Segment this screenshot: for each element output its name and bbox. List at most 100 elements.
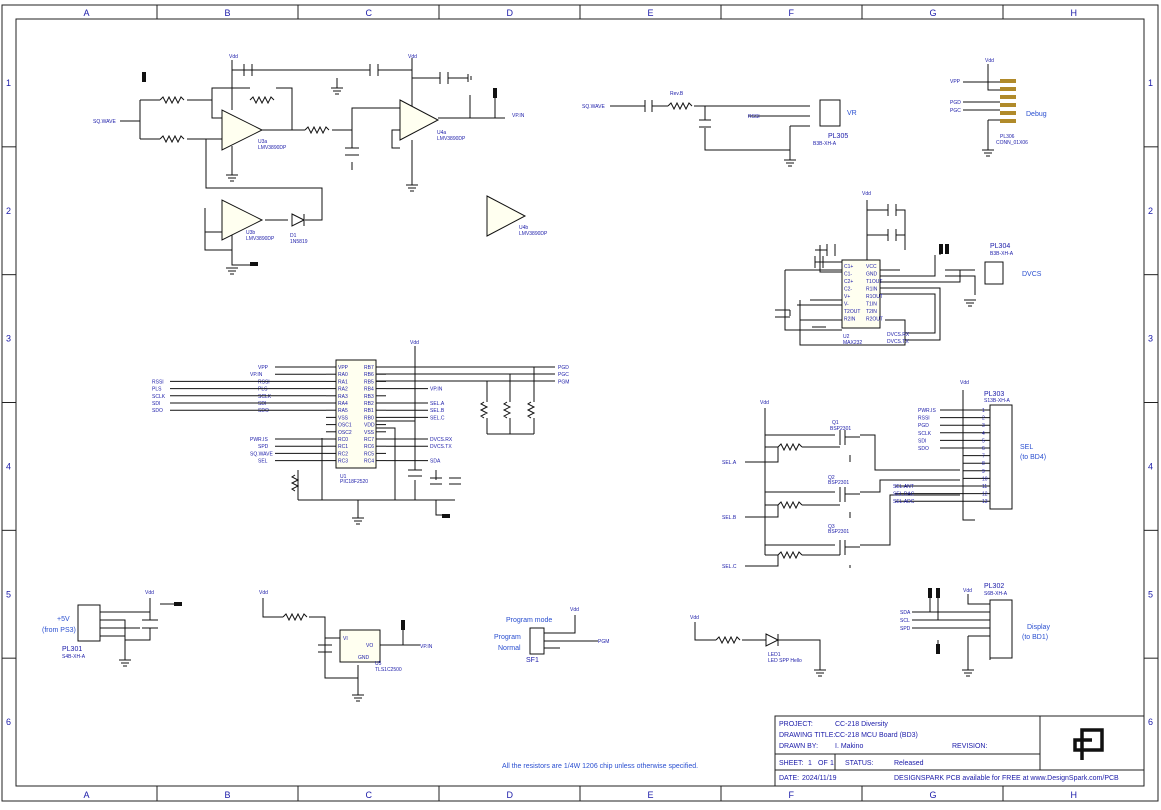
resistor-r16 bbox=[715, 635, 741, 645]
max-left-pin: C1+ bbox=[844, 264, 853, 270]
pl306-part: CONN_01X06 bbox=[996, 140, 1028, 146]
grid-row-label: 3 bbox=[6, 334, 11, 344]
grid-row-label: 2 bbox=[1148, 206, 1153, 216]
reg-vdd: Vdd bbox=[259, 590, 268, 596]
q1-part: BSP2301 bbox=[830, 426, 851, 432]
sw-ref: SF1 bbox=[526, 657, 539, 664]
tb-drawn: I. Makino bbox=[835, 743, 864, 750]
pl303-net: RSSI bbox=[918, 416, 930, 422]
u3a-ref: U3a bbox=[258, 139, 267, 145]
mcu-left-net: SDI bbox=[258, 401, 266, 407]
resistor-r15 bbox=[282, 612, 308, 622]
grid-col-label: G bbox=[930, 790, 937, 800]
mcu-left-pin: RC2 bbox=[338, 451, 348, 457]
mosfets bbox=[839, 430, 860, 555]
q2-ref: Q2 bbox=[828, 475, 835, 481]
max-right-pin: T2IN bbox=[866, 309, 877, 315]
opamp-u4a bbox=[399, 99, 440, 141]
max-left-pin: C2- bbox=[844, 287, 852, 293]
pl303-net: SDI bbox=[918, 438, 926, 444]
pl302-part: S6B-XH-A bbox=[984, 591, 1008, 597]
pl303-vdd: Vdd bbox=[960, 380, 969, 386]
testpoint-tp bbox=[174, 602, 182, 606]
mcu-left-pin: RA3 bbox=[338, 394, 348, 400]
ic-pic18f2520 bbox=[335, 359, 377, 469]
mcu-right-net: PGC bbox=[558, 372, 569, 378]
resistor-r12 bbox=[304, 125, 330, 135]
pl301-ref: PL301 bbox=[62, 646, 82, 653]
pl303-net: SCLK bbox=[918, 431, 932, 437]
testpoint-tp bbox=[442, 514, 450, 518]
ground-symbol bbox=[119, 659, 131, 667]
tb-date: 2024/11/19 bbox=[802, 775, 837, 782]
pl303-pins: 1PWR.IS2RSSI3PGD4SCLK5SDI6SDO7891011SEL.… bbox=[893, 408, 990, 505]
grid-row-label: 6 bbox=[1148, 717, 1153, 727]
mcu-right-net: VP.IN bbox=[430, 387, 443, 393]
mcu-left-pin: RC0 bbox=[338, 437, 348, 443]
ground-symbol bbox=[784, 159, 796, 167]
display-section: Vdd SDA SCL SPD PL302 S6B-XH-A Display (… bbox=[900, 583, 1050, 677]
max-left-pin: V- bbox=[844, 302, 849, 308]
mcu-bus-net: SCLK bbox=[152, 394, 166, 400]
u3a-part: LMV3890DP bbox=[258, 145, 287, 151]
opamp-u3b bbox=[221, 199, 264, 241]
grid-col-label: E bbox=[648, 8, 654, 18]
pl303-pin-number: 8 bbox=[982, 461, 985, 467]
ic-regulator bbox=[339, 629, 381, 663]
grid-row-label: 4 bbox=[1148, 461, 1153, 471]
vp-in-net-2: VP.IN bbox=[420, 644, 433, 650]
tb-sheet-label: SHEET: bbox=[779, 760, 804, 767]
sel-b-net: SEL.B bbox=[722, 515, 737, 521]
capacitor-c10 bbox=[243, 64, 253, 76]
max-right-pin: VCC bbox=[866, 264, 877, 270]
d1-ref: D1 bbox=[290, 233, 297, 239]
sw-vdd: Vdd bbox=[570, 607, 579, 613]
grid-row-label: 5 bbox=[6, 589, 11, 599]
testpoint-tp bbox=[142, 72, 146, 82]
max-right-pin: R1IN bbox=[866, 287, 878, 293]
grid-col-label: G bbox=[930, 8, 937, 18]
grid-col-label: C bbox=[366, 8, 373, 18]
mcu-bus-net: RSSI bbox=[152, 379, 164, 385]
max-right-pin: GND bbox=[866, 272, 878, 278]
max-left-pin: R2IN bbox=[844, 317, 856, 323]
pl303-pin-number: 6 bbox=[982, 446, 985, 452]
grid-col-label: F bbox=[789, 8, 795, 18]
tb-project-label: PROJECT: bbox=[779, 721, 813, 728]
mcu-right-net: DVCS.RX bbox=[430, 437, 453, 443]
tb-drawing-label: DRAWING TITLE: bbox=[779, 732, 835, 739]
regulator-section: Vdd VI VO GND U5 TLS1C2500 VP.IN bbox=[259, 590, 433, 702]
debug-vdd: Vdd bbox=[985, 58, 994, 64]
grid-col-label: A bbox=[84, 790, 90, 800]
debug-net-pgd: PGD bbox=[950, 100, 961, 106]
max-left-pin: C1- bbox=[844, 272, 852, 278]
mcu-right-net: DVCS.TX bbox=[430, 444, 452, 450]
u3b-ref: U3b bbox=[246, 230, 255, 236]
capacitor-c16 bbox=[449, 477, 461, 485]
max-left-pin: V+ bbox=[844, 294, 850, 300]
capacitor-c15 bbox=[430, 477, 442, 485]
grid-col-label: B bbox=[225, 8, 231, 18]
switch-sf1 bbox=[529, 627, 545, 655]
q2-part: BSP2301 bbox=[828, 480, 849, 486]
capacitor-c11 bbox=[369, 64, 379, 76]
switch-section: Program mode Program Normal Vdd SF1 PGM bbox=[494, 607, 609, 664]
pl303-net: SDO bbox=[918, 446, 929, 452]
pl303-net: SEL.ANT bbox=[893, 484, 914, 490]
led-diode bbox=[765, 633, 780, 647]
capacitor-c13 bbox=[345, 147, 359, 156]
rev-label: Rev.B bbox=[670, 91, 684, 97]
debug-section: Vdd VPP PGD PGC Debug PL306 CONN_01X06 bbox=[950, 58, 1047, 157]
power-section: Vdd +5V (from PS3) PL301 S4B-XH-A bbox=[42, 590, 182, 667]
pgm-net: PGM bbox=[598, 639, 609, 645]
max-right-pin: T1IN bbox=[866, 302, 877, 308]
grid-col-label: E bbox=[648, 790, 654, 800]
disp-net-scl: SCL bbox=[900, 618, 910, 624]
q1-ref: Q1 bbox=[832, 420, 839, 426]
max-left-pin: C2+ bbox=[844, 279, 853, 285]
u5-pin-gnd: GND bbox=[358, 655, 370, 661]
max-left-pin: T2OUT bbox=[844, 309, 860, 315]
debug-net-vpp: VPP bbox=[950, 79, 961, 85]
